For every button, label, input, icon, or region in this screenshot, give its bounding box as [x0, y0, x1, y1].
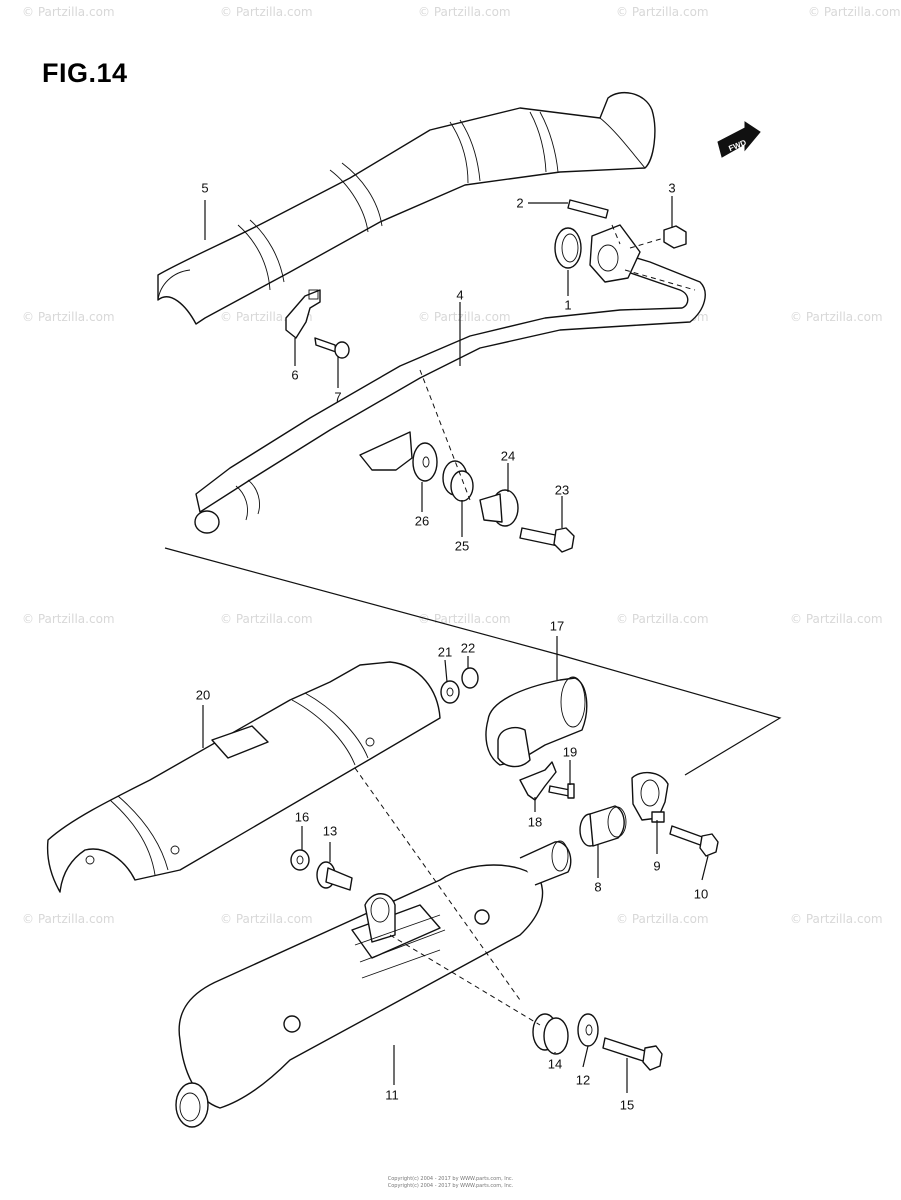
callout-23: 23 — [554, 482, 570, 498]
callout-2: 2 — [516, 195, 524, 211]
callout-9: 9 — [653, 858, 661, 874]
part-24-collar — [479, 489, 519, 527]
assembly-line — [164, 547, 561, 656]
assembly-guide — [354, 767, 521, 1001]
callout-26: 26 — [414, 513, 430, 529]
callout-24: 24 — [500, 448, 516, 464]
part-10-bolt — [669, 825, 719, 857]
watermark: © Partzilla.com — [220, 5, 313, 19]
part-12-washer — [577, 1013, 599, 1047]
callout-20: 20 — [195, 687, 211, 703]
callout-3: 3 — [668, 180, 676, 196]
watermark: © Partzilla.com — [616, 5, 709, 19]
watermark: © Partzilla.com — [22, 912, 115, 926]
part-2-stud — [567, 199, 609, 219]
callout-18: 18 — [527, 814, 543, 830]
callout-25: 25 — [454, 538, 470, 554]
part-20-muffler-shield — [46, 661, 441, 893]
leader-lines — [202, 196, 709, 1093]
callout-22: 22 — [460, 640, 476, 656]
part-26-washer — [412, 442, 438, 482]
figure-title: FIG.14 — [42, 58, 128, 88]
part-16-nut — [290, 849, 310, 871]
footer-copyright: Copyright(c) 2004 - 2017 by WWW.parts.co… — [387, 1183, 514, 1189]
callout-4: 4 — [456, 287, 464, 303]
assembly-guide — [389, 934, 541, 1026]
callout-13: 13 — [322, 823, 338, 839]
callout-12: 12 — [575, 1072, 591, 1088]
watermark: © Partzilla.com — [418, 5, 511, 19]
exhaust-flange — [589, 224, 641, 283]
watermark: © Partzilla.com — [220, 912, 313, 926]
callout-21: 21 — [437, 644, 453, 660]
part-14-grommet — [532, 1013, 569, 1055]
callout-10: 10 — [693, 886, 709, 902]
part-3-nut — [663, 225, 687, 249]
fwd-arrow-icon: FWD — [717, 121, 761, 158]
part-9-clamp — [631, 771, 669, 823]
callout-15: 15 — [619, 1097, 635, 1113]
watermark: © Partzilla.com — [22, 5, 115, 19]
callout-8: 8 — [594, 879, 602, 895]
part-8-collar — [579, 805, 627, 847]
part-7-bolt — [314, 337, 350, 359]
callout-17: 17 — [549, 618, 565, 634]
assembly-guide — [629, 237, 665, 249]
callout-6: 6 — [291, 367, 299, 383]
part-25-grommet — [442, 460, 474, 502]
part-11-muffler — [175, 840, 572, 1128]
watermark: © Partzilla.com — [22, 612, 115, 626]
part-18-clip — [519, 761, 557, 801]
callout-16: 16 — [294, 809, 310, 825]
part-17-cover — [485, 676, 588, 768]
part-1-gasket — [554, 227, 582, 269]
watermark: © Partzilla.com — [616, 612, 709, 626]
assembly-line — [559, 654, 782, 776]
part-22-nut — [461, 667, 479, 689]
part-19-screw — [548, 783, 575, 799]
watermark: © Partzilla.com — [220, 612, 313, 626]
watermark: © Partzilla.com — [616, 912, 709, 926]
callout-5: 5 — [201, 180, 209, 196]
callout-1: 1 — [564, 297, 572, 313]
part-21-washer — [440, 680, 460, 704]
callout-7: 7 — [334, 389, 342, 405]
watermark: © Partzilla.com — [790, 612, 883, 626]
part-13-bolt — [316, 861, 353, 891]
footer-copyright: Copyright(c) 2004 - 2017 by WWW.parts.co… — [387, 1176, 514, 1182]
watermark: © Partzilla.com — [790, 912, 883, 926]
part-6-bracket — [285, 289, 321, 339]
callout-14: 14 — [547, 1056, 563, 1072]
watermark: © Partzilla.com — [418, 310, 511, 324]
part-15-bolt — [602, 1037, 663, 1071]
watermark: © Partzilla.com — [808, 5, 901, 19]
watermark: © Partzilla.com — [22, 310, 115, 324]
callout-11: 11 — [385, 1087, 399, 1103]
part-23-bolt — [519, 527, 575, 553]
assembly-guide — [611, 224, 621, 245]
assembly-guide — [624, 269, 696, 291]
part-5-heat-shield — [157, 91, 656, 325]
watermark: © Partzilla.com — [790, 310, 883, 324]
callout-19: 19 — [562, 744, 578, 760]
